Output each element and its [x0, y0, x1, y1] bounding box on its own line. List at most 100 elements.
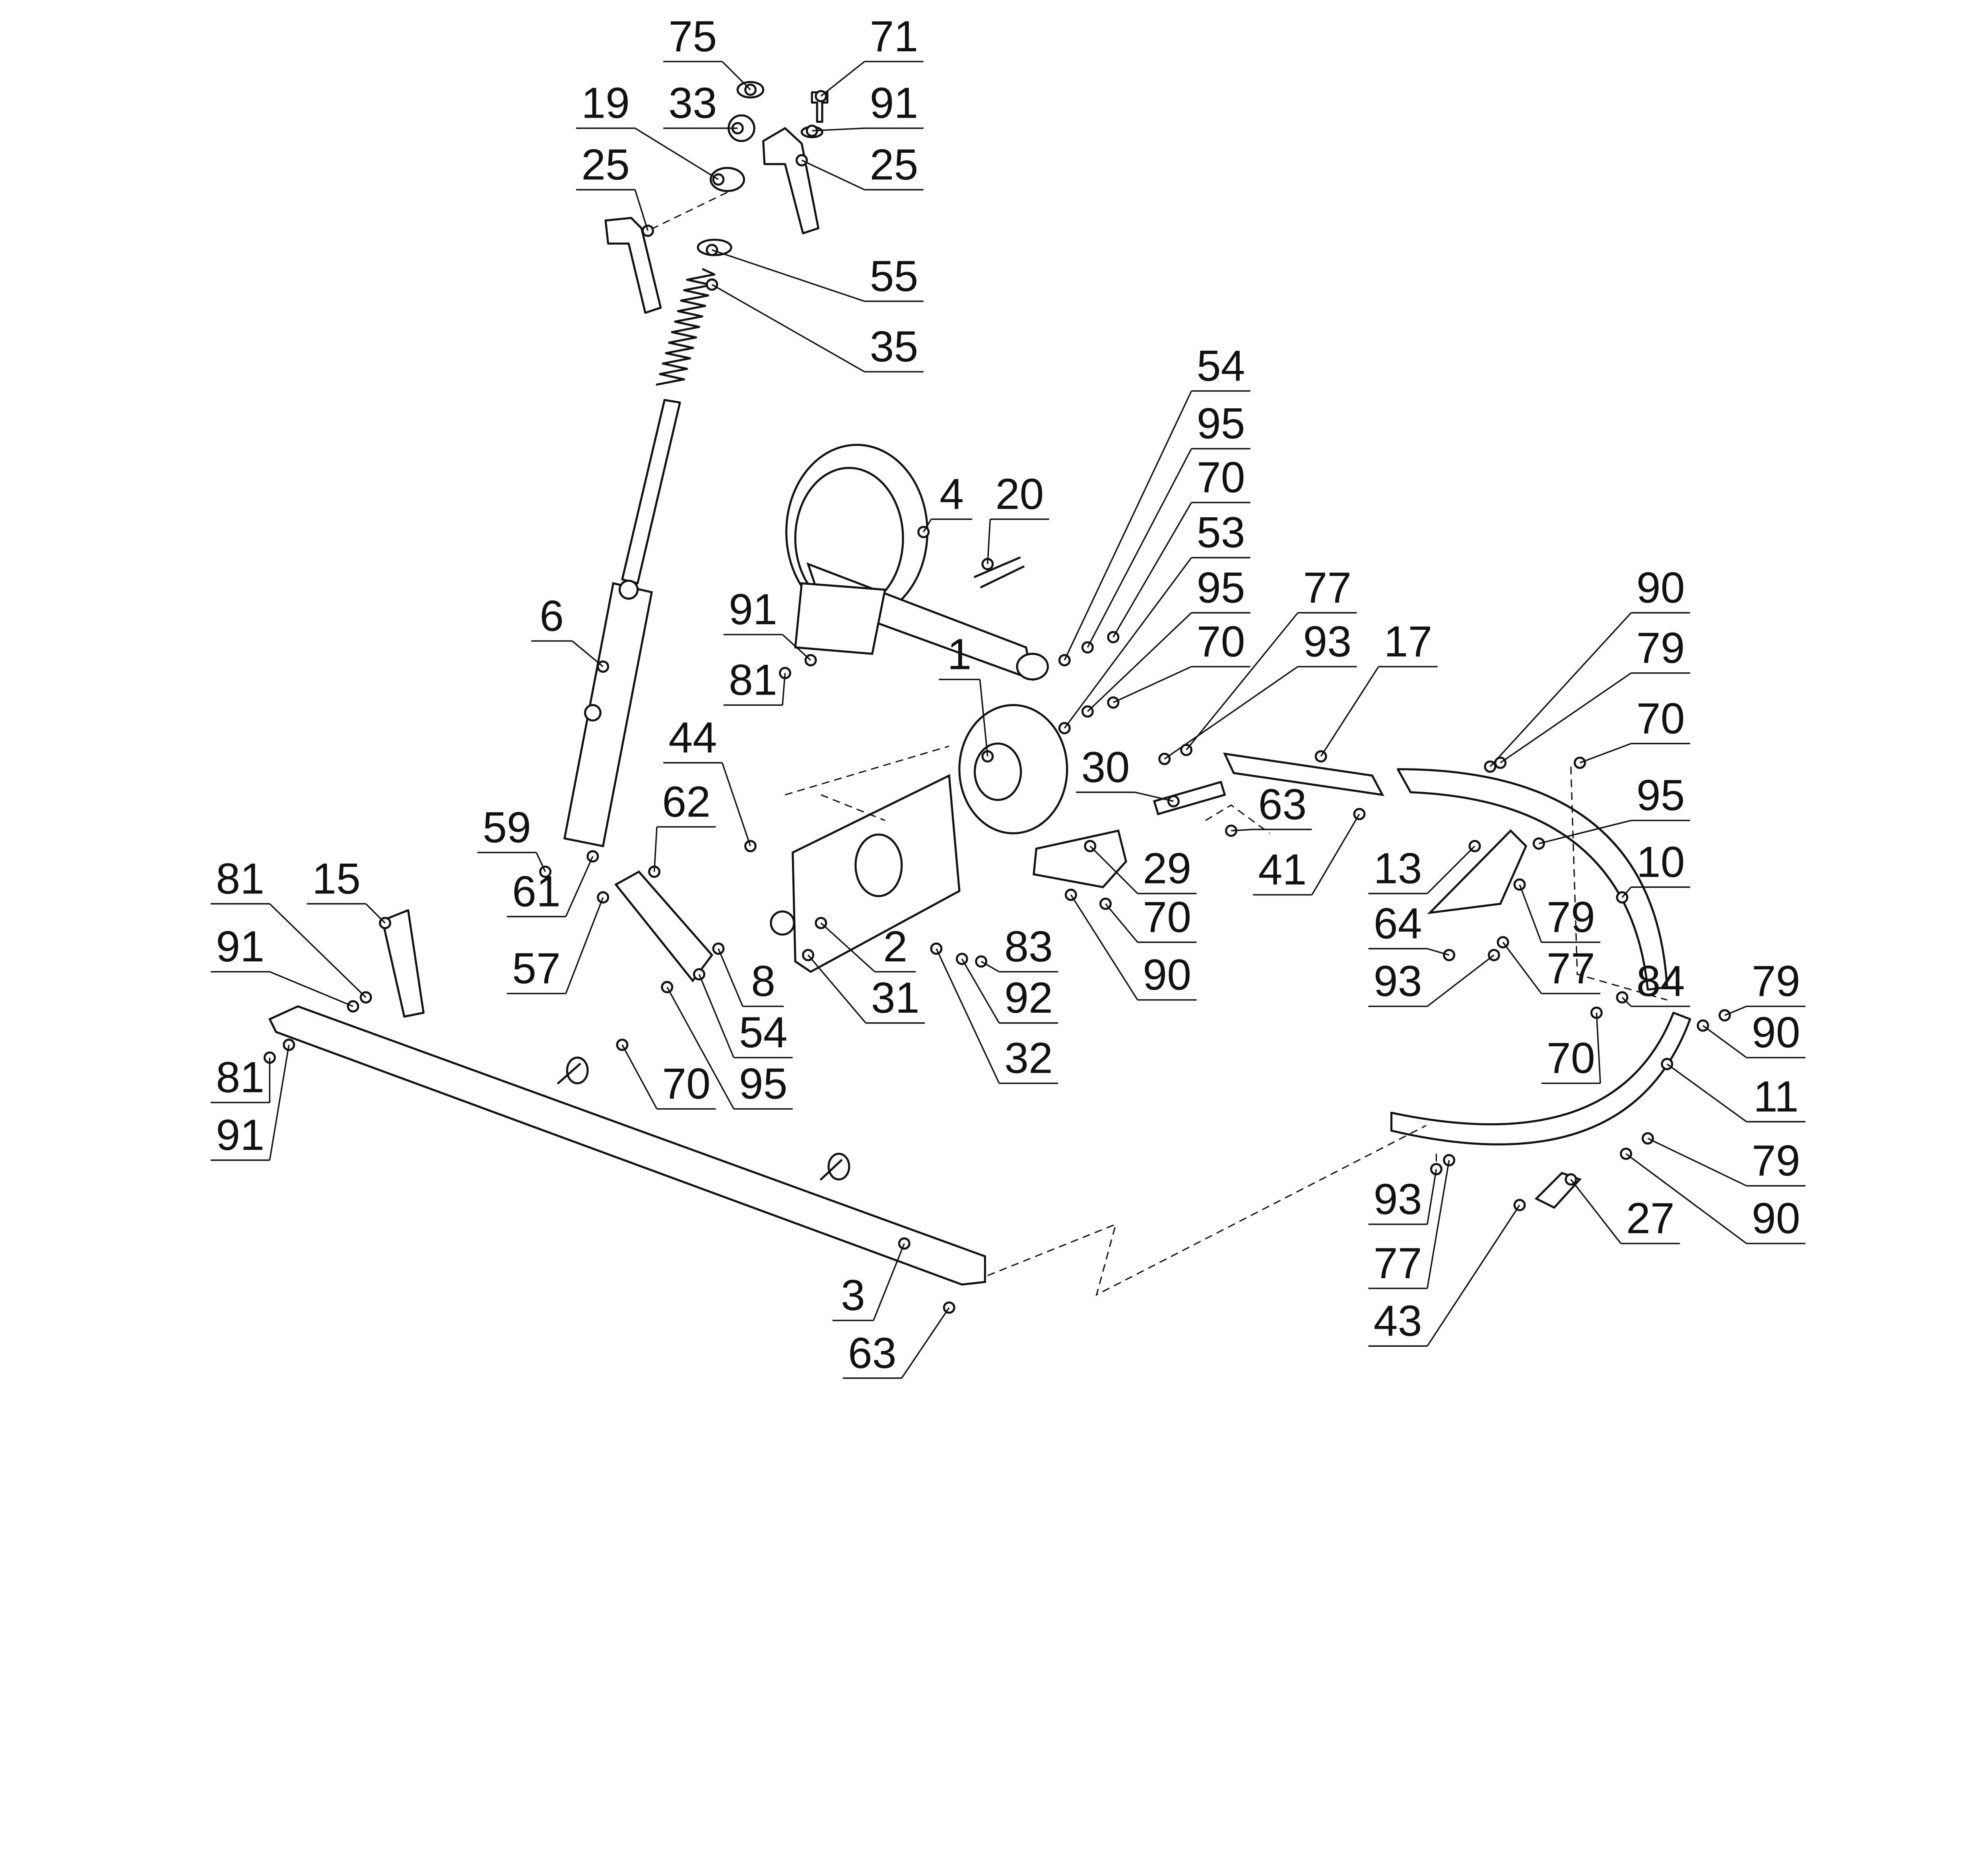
part-number-label: 4: [940, 470, 964, 518]
part-number-label: 25: [581, 140, 630, 189]
bar-3-pin-b: [820, 1153, 850, 1180]
leader-line: [1076, 791, 1174, 802]
part-number-label: 3: [841, 1271, 865, 1320]
part-number-label: 90: [1752, 1008, 1800, 1057]
pulley-1-bearing: [974, 742, 1022, 801]
callout-93: 93: [1368, 949, 1500, 1007]
part-marker: [1107, 631, 1120, 643]
bracket-10: [1397, 768, 1668, 991]
callout-90: 90: [1620, 1147, 1806, 1244]
part-number-label: 15: [312, 854, 361, 903]
callout-2: 2: [815, 916, 916, 973]
leader-line: [712, 249, 924, 302]
bar-3-pin-a: [557, 1056, 589, 1085]
part-number-label: 20: [996, 470, 1044, 518]
leader-line: [663, 762, 751, 846]
callout-10: 10: [1616, 838, 1690, 904]
part-number-label: 92: [1004, 974, 1053, 1022]
callout-25: 25: [795, 140, 924, 190]
part-number-label: 81: [216, 854, 264, 903]
callout-75: 75: [663, 12, 757, 96]
part-number-label: 31: [871, 974, 920, 1022]
plate-29: [1033, 829, 1127, 888]
callout-29: 29: [1084, 840, 1197, 895]
pin-20: [974, 556, 1025, 588]
callout-91: 91: [210, 922, 359, 1013]
leader-line: [820, 922, 916, 973]
leader-line: [1489, 612, 1690, 767]
callout-79: 79: [1513, 878, 1601, 943]
leader-line: [1579, 743, 1690, 764]
part-marker: [641, 224, 654, 237]
part-number-label: 79: [1752, 1137, 1800, 1185]
part-marker: [586, 850, 599, 863]
part-number-label: 33: [668, 79, 717, 128]
dashed-line: [1570, 767, 1668, 1001]
callout-43: 43: [1368, 1199, 1526, 1347]
parts-drawing: [268, 81, 1691, 1296]
leader-line: [832, 1243, 905, 1321]
plate-2-hole: [854, 833, 903, 897]
part-marker: [1641, 1132, 1654, 1145]
leader-line: [1647, 1138, 1806, 1187]
leader-line: [576, 127, 719, 180]
part-number-label: 64: [1374, 899, 1422, 948]
part-number-label: 79: [1752, 957, 1800, 1006]
callout-15: 15: [307, 854, 391, 929]
callout-70: 70: [1107, 453, 1250, 643]
callout-93: 93: [1158, 617, 1357, 765]
callout-32: 32: [930, 942, 1058, 1084]
part-number-label: 54: [739, 1008, 788, 1057]
callout-70: 70: [1107, 617, 1250, 709]
leader-line: [1621, 997, 1690, 1007]
callout-55: 55: [706, 244, 924, 302]
part-number-label: 93: [1374, 1175, 1422, 1223]
dashed-line: [821, 794, 885, 821]
callout-54: 54: [1058, 342, 1250, 666]
callout-91: 91: [723, 585, 817, 666]
part-number-label: 70: [1143, 893, 1191, 942]
part-number-label: 19: [581, 79, 630, 128]
leader-line: [711, 284, 924, 373]
leader-line: [812, 127, 924, 132]
part-number-label: 10: [1637, 838, 1685, 886]
part-marker: [1532, 837, 1545, 850]
part-number-label: 44: [668, 714, 717, 762]
leader-line: [1105, 903, 1197, 943]
callout-95: 95: [661, 981, 793, 1110]
spring-35: [656, 268, 716, 386]
part-number-label: 75: [668, 12, 717, 61]
part-number-label: 77: [1374, 1239, 1422, 1288]
callout-61: 61: [507, 850, 599, 918]
cylinder-fitting: [618, 579, 639, 600]
part-number-label: 2: [883, 922, 907, 971]
part-number-label: 70: [1197, 453, 1245, 502]
leader-line: [1064, 390, 1250, 661]
leader-line: [1368, 1160, 1450, 1289]
leader-line: [507, 856, 594, 918]
bracket-11: [1390, 1012, 1691, 1145]
bar-3: [268, 1005, 986, 1286]
callout-31: 31: [802, 949, 925, 1024]
dashed-line: [987, 1125, 1427, 1296]
part-number-label: 95: [739, 1060, 788, 1108]
part-number-label: 70: [1197, 617, 1245, 666]
callout-53: 53: [1058, 509, 1250, 734]
callout-91: 91: [210, 1039, 295, 1161]
callout-25: 25: [576, 140, 654, 237]
part-number-label: 30: [1081, 743, 1130, 792]
leader-line: [663, 60, 751, 90]
dashed-line: [647, 192, 728, 231]
leader-line: [1500, 672, 1690, 763]
leader-line: [1570, 1179, 1680, 1244]
part-number-label: 77: [1547, 944, 1595, 993]
leader-line: [1164, 666, 1357, 760]
leader-line: [808, 954, 925, 1024]
callout-95: 95: [1081, 400, 1250, 654]
leader-line: [210, 1045, 290, 1161]
part-number-label: 55: [870, 252, 918, 301]
leader-line: [961, 958, 1058, 1024]
callout-70: 70: [1573, 694, 1690, 769]
callout-81: 81: [723, 656, 791, 706]
part-number-label: 90: [1752, 1194, 1800, 1243]
